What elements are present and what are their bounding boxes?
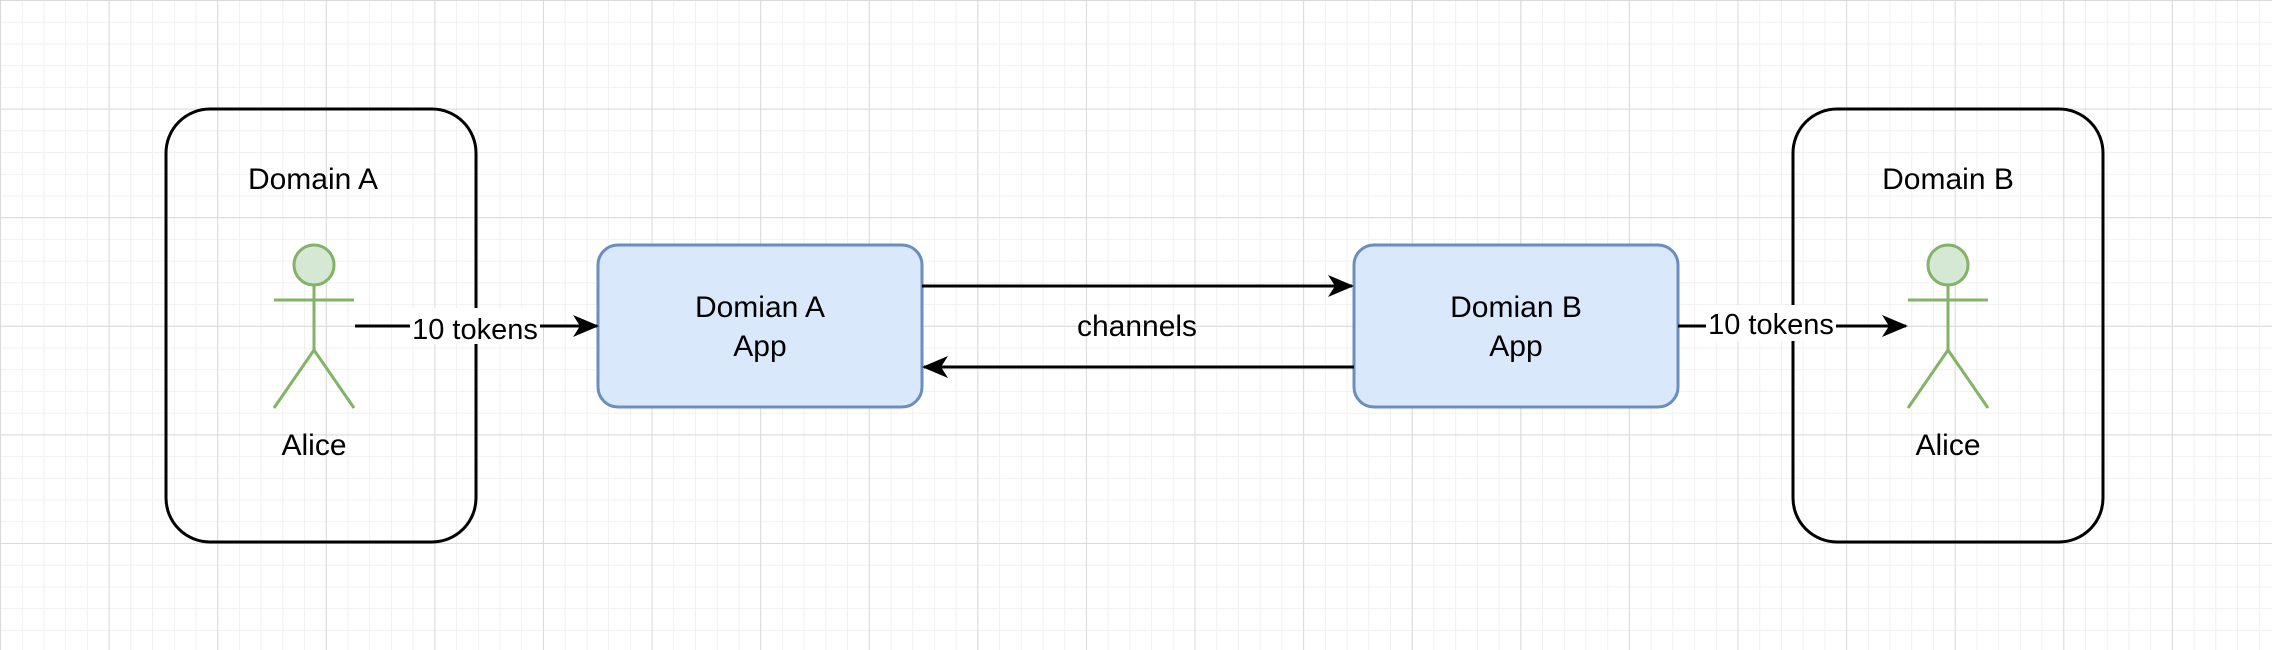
domain-a-title: Domain A xyxy=(248,163,378,196)
actor-left-leg xyxy=(272,349,316,409)
app-a-node[interactable]: Domian A App xyxy=(596,243,924,409)
edge-label-tokens-b: 10 tokens xyxy=(1708,309,1834,341)
actor-left-leg xyxy=(1906,349,1950,409)
actor-right-leg xyxy=(1946,349,1990,409)
alice-a-label: Alice xyxy=(281,429,346,462)
edge-app-b-to-alice-b[interactable]: 10 tokens xyxy=(1678,305,1908,341)
edge-label-tokens-a: 10 tokens xyxy=(412,314,538,346)
stick-figure-icon[interactable] xyxy=(272,243,356,409)
edge-label-bg xyxy=(1706,305,1836,341)
channels-label: channels xyxy=(1077,310,1197,343)
actor-right-leg xyxy=(312,349,356,409)
edge-label-bg xyxy=(410,308,540,344)
app-a-line1: Domian A xyxy=(695,291,825,324)
app-a-line2: App xyxy=(733,330,786,363)
app-b-box xyxy=(1352,243,1680,409)
app-b-line2: App xyxy=(1489,330,1542,363)
app-a-box xyxy=(596,243,924,409)
alice-b-label: Alice xyxy=(1915,429,1980,462)
app-b-node[interactable]: Domian B App xyxy=(1352,243,1680,409)
stick-figure-icon[interactable] xyxy=(1906,243,1990,409)
domain-b-container[interactable]: Domain B Alice xyxy=(1791,107,2105,544)
app-b-line1: Domian B xyxy=(1450,291,1582,324)
edge-alice-a-to-app-a[interactable]: 10 tokens xyxy=(355,308,599,346)
domain-b-title: Domain B xyxy=(1882,163,2014,196)
domain-a-container[interactable]: Domain A Alice xyxy=(164,107,478,544)
actor-head xyxy=(1926,243,1970,287)
actor-head xyxy=(292,243,336,287)
